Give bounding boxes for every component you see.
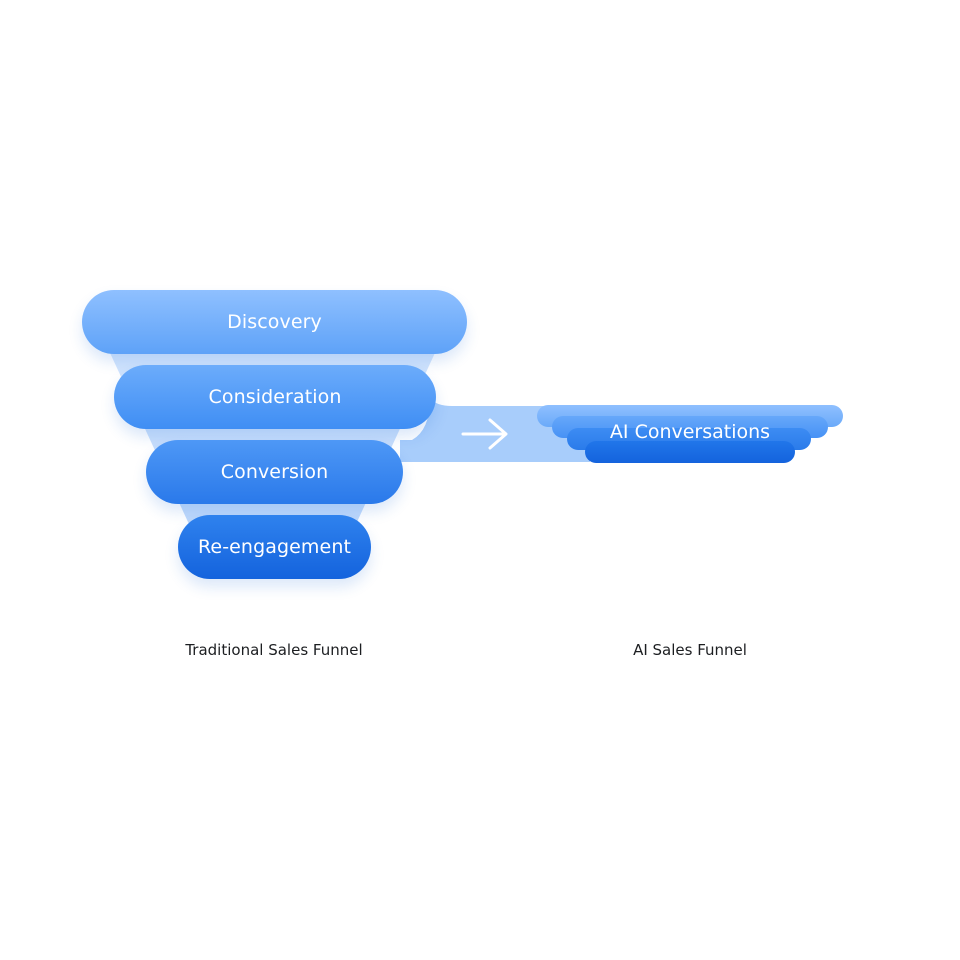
funnel-stage-label: Discovery: [227, 311, 322, 333]
funnel-stage-discovery: Discovery: [82, 290, 467, 354]
funnel-stage-conversion: Conversion: [146, 440, 403, 504]
traditional-funnel-caption: Traditional Sales Funnel: [185, 641, 363, 659]
ai-funnel-caption: AI Sales Funnel: [633, 641, 747, 659]
funnel-stage-label: Re-engagement: [197, 536, 352, 558]
funnel-stage-consideration: Consideration: [114, 365, 436, 429]
ai-funnel-label: AI Conversations: [609, 421, 771, 443]
funnel-stage-label: Conversion: [220, 461, 329, 483]
funnel-stage-reengagement: Re-engagement: [178, 515, 371, 579]
funnel-stage-label: Consideration: [208, 386, 342, 408]
ai-funnel-layer-4: [585, 441, 795, 463]
right-arrow-icon: [461, 418, 508, 450]
